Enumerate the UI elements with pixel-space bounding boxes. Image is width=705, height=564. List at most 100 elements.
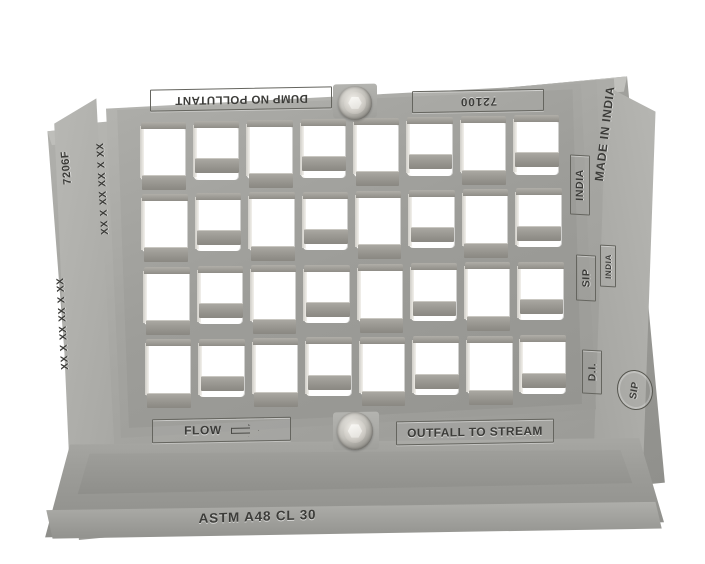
label-sip-text: SIP — [580, 268, 593, 288]
grate-slot — [359, 338, 406, 396]
slot-wall — [305, 341, 310, 394]
top-hex-bolt[interactable] — [338, 86, 372, 120]
flow-word: FLOW — [184, 422, 222, 438]
slot-wall — [408, 193, 413, 247]
grate-slot — [251, 267, 297, 324]
label-india-small: INDIA — [600, 244, 616, 288]
grate-cross-bar — [521, 372, 566, 388]
slot-top-wall — [140, 121, 186, 129]
grate-cross-bar — [145, 320, 190, 336]
grate-slot — [353, 122, 400, 178]
hex-socket-icon — [348, 97, 362, 109]
slot-wall — [196, 269, 201, 322]
grate-cross-bar — [301, 155, 346, 171]
slot-wall — [141, 198, 146, 251]
slot-wall — [519, 339, 524, 392]
grate-cross-bar — [305, 301, 350, 317]
grate-slot — [355, 192, 402, 250]
slot-wall — [299, 122, 304, 175]
grate-cross-bar — [515, 152, 559, 168]
grate-cross-bar — [195, 157, 239, 173]
slot-wall — [358, 340, 363, 394]
grate-cross-bar — [466, 316, 511, 332]
grate-slot — [464, 264, 511, 321]
arrow-right-icon — [231, 425, 259, 434]
grate-cross-bar — [303, 228, 348, 244]
grate-slot — [460, 120, 507, 176]
slot-top-wall — [300, 118, 346, 126]
slot-top-wall — [413, 336, 459, 344]
grate-cross-bar — [142, 174, 186, 190]
slot-top-wall — [142, 194, 188, 202]
label-ductile-iron: D.I. — [582, 349, 602, 395]
grate-cross-bar — [462, 169, 507, 185]
slot-top-wall — [359, 336, 406, 344]
slot-top-wall — [411, 263, 457, 271]
slot-top-wall — [252, 338, 299, 346]
label-india-small-text: INDIA — [603, 253, 613, 279]
slot-top-wall — [462, 188, 509, 196]
slot-wall — [303, 268, 308, 321]
grate-cross-bar — [412, 300, 457, 316]
grate-cross-bar — [414, 373, 459, 389]
grate-cross-bar — [254, 391, 299, 407]
slot-wall — [463, 266, 468, 319]
grate-slot — [142, 196, 188, 253]
slot-wall — [410, 267, 415, 320]
slot-top-wall — [145, 339, 192, 347]
grate-slot — [144, 268, 190, 325]
grate-slot — [249, 194, 295, 251]
slot-wall — [356, 267, 361, 321]
bottom-bolt-recess — [343, 419, 367, 443]
hex-socket-icon — [347, 424, 363, 438]
grate-slot — [466, 337, 513, 395]
slot-top-wall — [195, 193, 242, 201]
top-bolt-recess — [344, 92, 366, 114]
grate-cross-bar — [468, 389, 513, 405]
label-flow: FLOW — [152, 416, 291, 444]
slot-wall — [143, 270, 148, 323]
slot-wall — [406, 120, 411, 174]
grate-cross-bar — [464, 242, 509, 258]
slot-wall — [251, 342, 256, 395]
slot-top-wall — [515, 188, 562, 196]
label-di-text: D.I. — [586, 362, 598, 382]
slot-wall — [459, 119, 464, 173]
slot-wall — [461, 192, 466, 246]
slot-top-wall — [357, 263, 404, 271]
slot-wall — [198, 342, 203, 395]
slot-top-wall — [409, 189, 455, 197]
label-outfall-to-stream: OUTFALL TO STREAM — [396, 418, 554, 446]
grate-cross-bar — [361, 390, 406, 406]
slot-top-wall — [355, 190, 402, 198]
grate-cross-bar — [355, 171, 400, 187]
slot-wall — [512, 118, 517, 172]
slot-wall — [250, 269, 254, 322]
slot-top-wall — [302, 191, 348, 199]
grate-slot — [252, 340, 299, 397]
grate-cross-bar — [410, 227, 455, 243]
label-part-number: 72100 — [412, 88, 544, 114]
grate-slot — [140, 126, 186, 181]
grate-cross-bar — [250, 245, 295, 261]
grate-cross-bar — [196, 230, 241, 246]
label-no-dump-text: DUMP NO POLLUTANT — [174, 91, 308, 107]
slot-wall — [517, 265, 522, 319]
grate-cross-bar — [143, 247, 188, 263]
bottom-hex-bolt[interactable] — [337, 412, 373, 450]
grate-cross-bar — [147, 392, 192, 408]
slot-wall — [514, 192, 519, 245]
slot-top-wall — [199, 338, 245, 346]
slot-top-wall — [247, 119, 293, 127]
grate-slot — [247, 124, 293, 179]
slot-top-wall — [251, 265, 297, 273]
slot-top-wall — [518, 261, 564, 269]
sip-logo-text: SIP — [628, 380, 642, 400]
slot-top-wall — [306, 337, 352, 345]
grate-slot — [145, 341, 192, 398]
label-india-top: INDIA — [570, 154, 590, 216]
slot-top-wall — [407, 116, 453, 124]
slot-wall — [193, 124, 197, 177]
slot-top-wall — [197, 265, 243, 273]
